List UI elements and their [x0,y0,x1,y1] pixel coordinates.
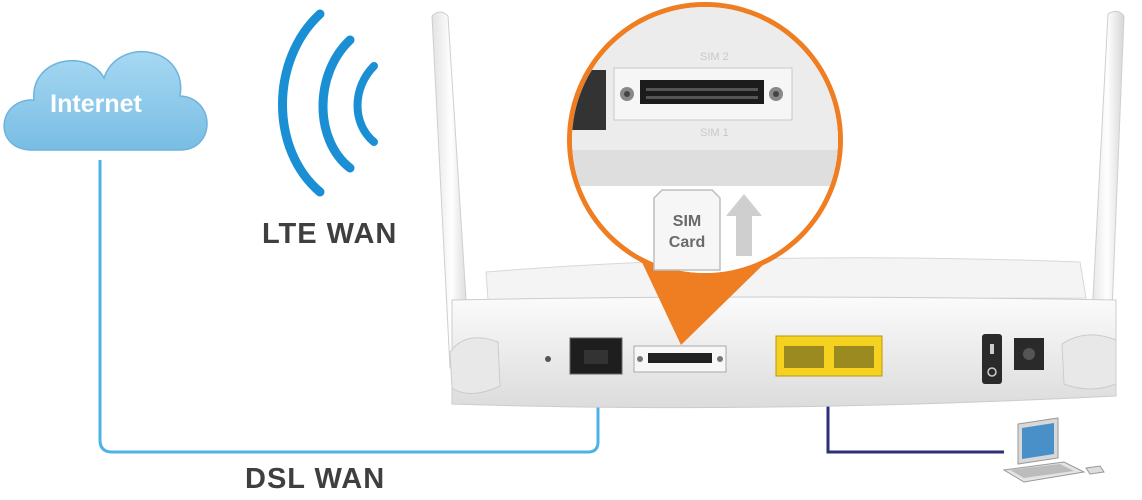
router-device [431,10,1125,409]
sim-slot-2-label: SIM 2 [700,51,729,63]
wireless-signal-icon [278,9,378,197]
callout-pointer [640,258,770,345]
sim-slot-1-label: SIM 1 [700,127,729,139]
power-switch [982,334,1002,384]
up-arrow-icon [726,194,762,256]
lte-wan-label: LTE WAN [262,218,398,250]
sim-card-icon: SIM Card [653,189,721,271]
dsl-cable [98,160,600,454]
dsl-port [569,337,623,375]
sim-card-label-line1: SIM [673,213,701,230]
internet-label: Internet [50,90,142,118]
computer-icon [1002,417,1105,483]
sim-card-label-line2: Card [669,234,705,251]
dsl-wan-label: DSL WAN [245,463,386,495]
internet-cloud-icon [3,51,208,151]
sim-slot-zoom-callout: SIM 2 SIM 1 SIM Card [567,2,843,278]
